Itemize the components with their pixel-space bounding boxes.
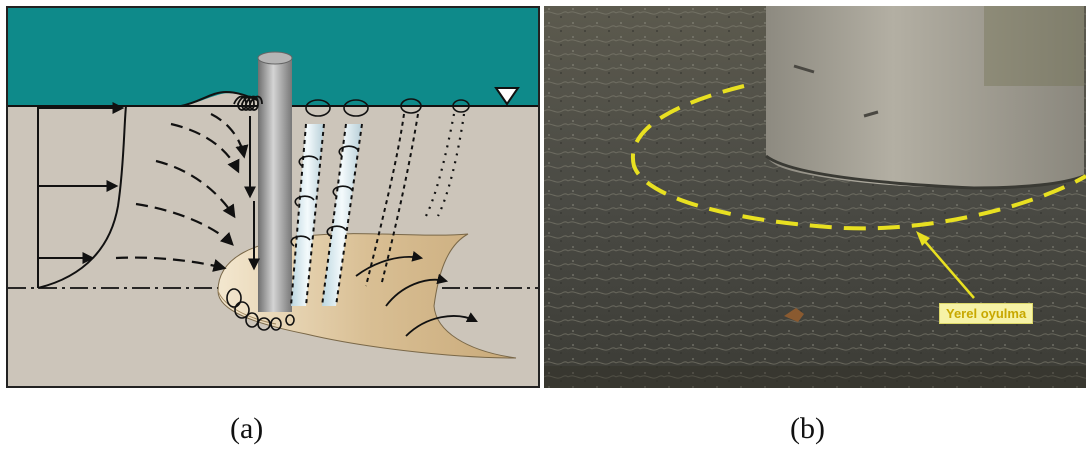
scour-label: Yerel oyulma [939,303,1033,324]
photo-svg [544,6,1086,388]
diagram-svg [6,6,540,388]
pier-scour-diagram [6,6,540,388]
pier-moss [984,6,1084,86]
pier-top [258,52,292,64]
pier [258,58,292,312]
caption-a: (a) [230,412,263,446]
shadow-band [544,366,1086,388]
caption-b: (b) [790,412,825,446]
scour-photo: Yerel oyulma [544,6,1086,388]
